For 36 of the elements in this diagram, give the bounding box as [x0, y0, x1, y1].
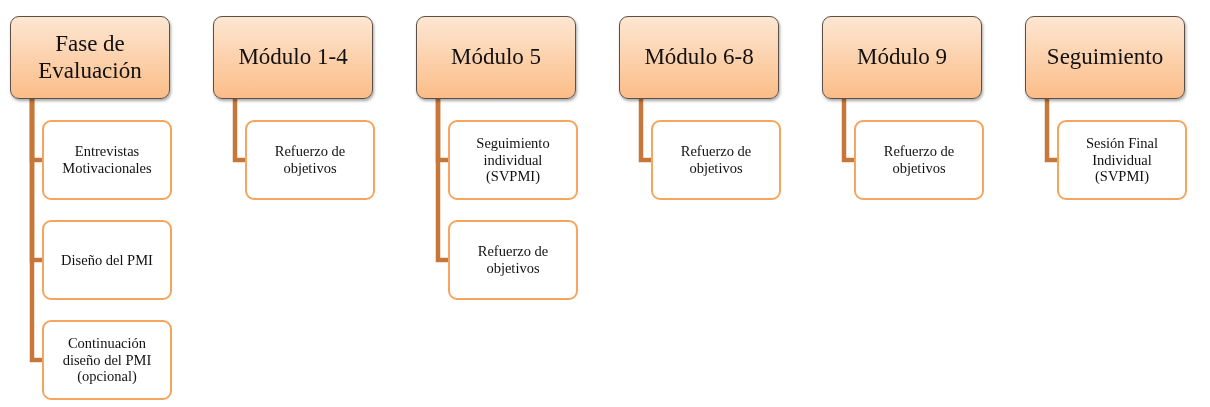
task-box — [42, 320, 172, 400]
phase-box — [10, 16, 170, 99]
box-label: Módulo 6-8 — [644, 44, 754, 71]
task-box — [245, 120, 375, 200]
box-label: Módulo 9 — [856, 44, 948, 71]
box-label: Continuación diseño del PMI (opcional) — [61, 335, 153, 385]
box-label: Refuerzo de objetivos — [273, 143, 347, 177]
box-label: Módulo 1-4 — [238, 44, 348, 71]
box-label: Refuerzo de objetivos — [476, 243, 550, 277]
connector-line — [638, 99, 651, 163]
task-box — [448, 120, 578, 200]
box-label: Seguimiento individual (SVPMI) — [475, 135, 551, 185]
task-box — [651, 120, 781, 200]
box-label: Seguimiento — [1046, 44, 1164, 71]
task-box — [42, 220, 172, 300]
phase-box — [416, 16, 576, 99]
connector-line — [435, 99, 448, 263]
box-label: Diseño del PMI — [61, 251, 153, 269]
task-box — [854, 120, 984, 200]
phase-box — [213, 16, 373, 99]
box-label: Módulo 5 — [450, 44, 542, 71]
connector-line — [1044, 99, 1057, 163]
box-label: Sesión Final Individual (SVPMI) — [1084, 135, 1160, 185]
phase-box — [1025, 16, 1185, 99]
task-box — [1057, 120, 1187, 200]
box-label: Entrevistas Motivacionales — [61, 143, 153, 177]
box-label: Fase de Evaluación — [37, 31, 143, 84]
connector-line — [232, 99, 245, 163]
task-box — [42, 120, 172, 200]
phase-box — [619, 16, 779, 99]
connector-line — [841, 99, 854, 163]
phase-box — [822, 16, 982, 99]
connector-line — [29, 99, 42, 363]
box-label: Refuerzo de objetivos — [882, 143, 956, 177]
task-box — [448, 220, 578, 300]
box-label: Refuerzo de objetivos — [679, 143, 753, 177]
